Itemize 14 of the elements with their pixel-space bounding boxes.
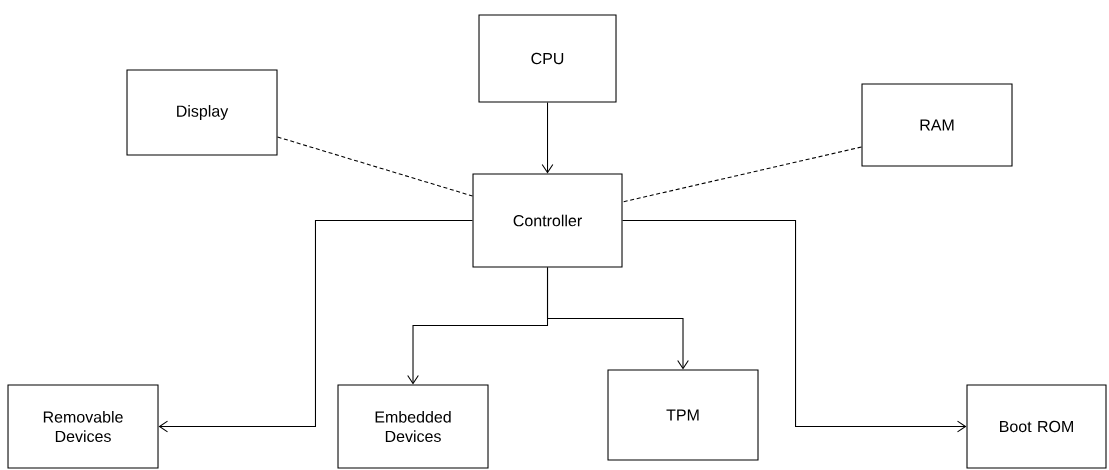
process-box: Boot ROM [966, 384, 1107, 469]
arrow [622, 219, 967, 433]
process-box: Embedded Devices [337, 384, 489, 469]
process-box: TPM [607, 369, 759, 461]
process-box: Controller [472, 173, 623, 268]
arrow [546, 267, 689, 370]
process-box: Removable Devices [7, 384, 159, 469]
connector-line [277, 136, 473, 197]
process-box: RAM [861, 83, 1013, 167]
connector-line [622, 146, 862, 203]
arrow [541, 102, 554, 174]
process-box: Display [126, 69, 278, 156]
arrow [158, 219, 473, 433]
process-box: CPU [478, 14, 617, 103]
